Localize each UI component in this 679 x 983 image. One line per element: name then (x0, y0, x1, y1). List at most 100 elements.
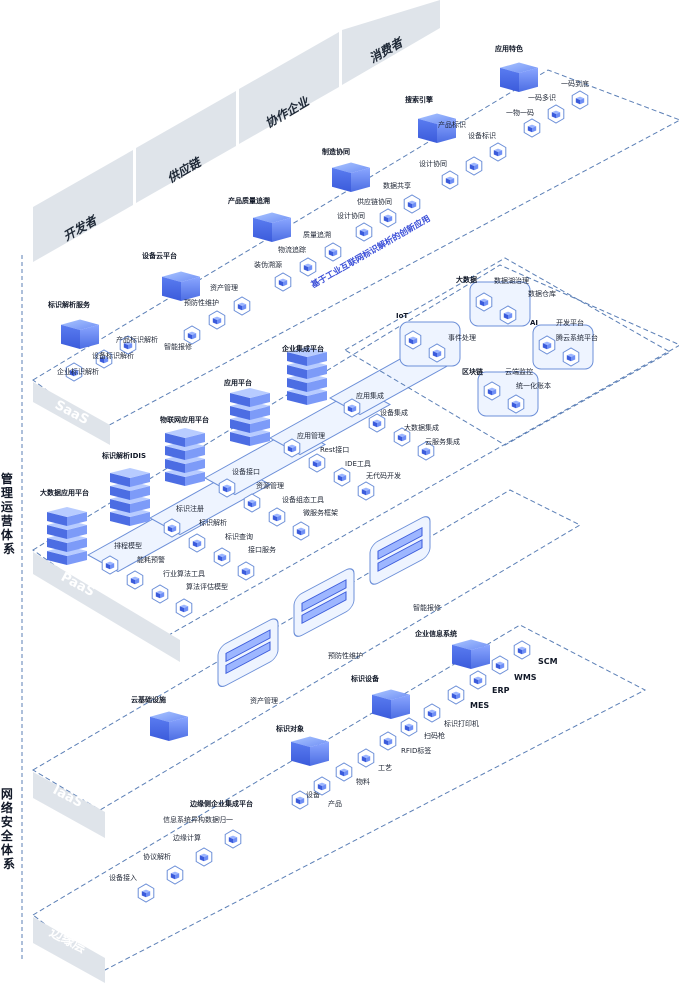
edge-objects-title: 标识对象 (275, 724, 304, 733)
saas-item-icon (233, 296, 251, 316)
paas-item-icon (417, 441, 435, 461)
tech-item-label: 事件处理 (448, 333, 476, 342)
edge-devices-title: 标识设备 (350, 674, 380, 683)
edge-enterprise-icon (491, 655, 509, 675)
paas-item-icon (101, 555, 119, 575)
tech-group-title: 大数据 (456, 275, 477, 284)
saas-item-icon (355, 222, 373, 242)
saas-item-icon (379, 208, 397, 228)
edge-platform-icon (224, 829, 242, 849)
edge-object-icon (313, 776, 331, 796)
saas-group-cube (500, 62, 538, 92)
saas-item-icon (465, 156, 483, 176)
paas-item-label: 无代码开发 (366, 471, 401, 480)
iaas-cube (150, 711, 188, 741)
paas-item-icon (357, 481, 375, 501)
iaas-title: 云基础设施 (131, 695, 166, 704)
edge-enterprise-icon (447, 685, 465, 705)
paas-item-icon (163, 518, 181, 538)
saas-item-icon (208, 310, 226, 330)
iaas-item-0: 资产管理 (217, 618, 279, 705)
edge-platform-label: 协议解析 (143, 852, 171, 861)
tech-item-icon (483, 381, 501, 401)
paas-item-label: 排程模型 (114, 541, 142, 550)
paas-platform-stack (110, 468, 150, 526)
saas-group-title: 制造协同 (322, 147, 350, 156)
paas-platform-stack (47, 507, 87, 565)
paas-item-label: 设备集成 (380, 408, 408, 417)
paas-item-icon (243, 493, 261, 513)
paas-platform-title: 应用平台 (224, 378, 252, 387)
saas-group-title: 产品质量追溯 (228, 196, 270, 205)
iaas-item-1: 预防性维护 (293, 568, 363, 660)
paas-item-label: 能耗预警 (137, 555, 165, 564)
paas-item-label: 资源管理 (256, 481, 284, 490)
paas-platform-stack (287, 347, 327, 405)
paas-item-icon (218, 478, 236, 498)
edge-enterprise-title: 企业信息系统 (414, 629, 457, 638)
paas-item-label: 设备接口 (232, 467, 260, 476)
saas-item-icon (571, 90, 589, 110)
tech-item-icon (475, 292, 493, 312)
saas-group-cube (253, 212, 291, 242)
tech-item-label: 统一化账本 (516, 381, 551, 390)
saas-item-icon (95, 349, 113, 369)
edge-object-label: 产品 (328, 799, 342, 808)
tech-item-icon (538, 335, 556, 355)
tech-item-label: 数据湖治理 (494, 276, 529, 285)
edge-device-label: 扫码枪 (424, 731, 445, 740)
left-system-frame: 管 理 运 营 体 系 网 络 安 全 体 系 (0, 255, 23, 960)
saas-item-icon (65, 362, 83, 382)
paas-item-label: 设备组态工具 (282, 495, 324, 504)
saas-item-label: 供应链协同 (357, 197, 392, 206)
paas-item-label: 应用管理 (297, 431, 325, 440)
tech-item-icon (499, 305, 517, 325)
tech-group-3: 区块链云端监控统一化账本 (462, 367, 551, 417)
paas-item-label: 标识解析 (199, 518, 227, 527)
saas-item-icon (489, 142, 507, 162)
paas-item-label: 算法评估模型 (186, 582, 228, 591)
paas-item-label: 行业算法工具 (163, 569, 205, 578)
saas-group-cube (332, 162, 370, 192)
edge-device-icon (423, 703, 441, 723)
paas-platform-title: 标识解析IDIS (101, 451, 146, 460)
paas-item-icon (175, 598, 193, 618)
paas-item-label: 应用集成 (356, 391, 384, 400)
paas-item-icon (213, 547, 231, 567)
paas-platform-stack (230, 388, 270, 446)
paas-item-icon (333, 467, 351, 487)
paas-item-label: 标识注册 (176, 504, 204, 513)
edge-enterprise-label: MES (470, 701, 489, 710)
management-system-label: 管 理 运 营 体 系 (1, 471, 17, 556)
iaas-group: 云基础设施资产管理预防性维护智能报修 (131, 516, 441, 741)
saas-item-label: 质量追溯 (303, 230, 331, 239)
edge-platform-label: 设备接入 (109, 873, 137, 882)
edge-object-icon (335, 762, 353, 782)
saas-group-cube (418, 113, 456, 143)
paas-item-icon (237, 561, 255, 581)
tech-item-label: 腾云系统平台 (556, 333, 598, 342)
saas-item-label: 产品标识解析 (116, 335, 158, 344)
edge-object-icon (357, 748, 375, 768)
edge-object-label: 工艺 (378, 764, 392, 772)
saas-item-icon (119, 335, 137, 355)
saas-item-label: 设备标识解析 (92, 351, 134, 360)
saas-item-icon (403, 194, 421, 214)
tech-item-label: 云端监控 (505, 367, 533, 376)
paas-item-label: 大数据集成 (404, 423, 439, 432)
paas-platforms: 大数据应用平台排程模型能耗预警行业算法工具算法评估模型标识解析IDIS标识注册标… (40, 344, 460, 618)
edge-object-label: 设备 (306, 790, 320, 799)
edge-platform-icon (166, 865, 184, 885)
tech-item-label: 数据仓库 (528, 289, 556, 298)
saas-item-label: 预防性维护 (184, 298, 219, 307)
edge-device-label: RFID标签 (401, 746, 431, 755)
